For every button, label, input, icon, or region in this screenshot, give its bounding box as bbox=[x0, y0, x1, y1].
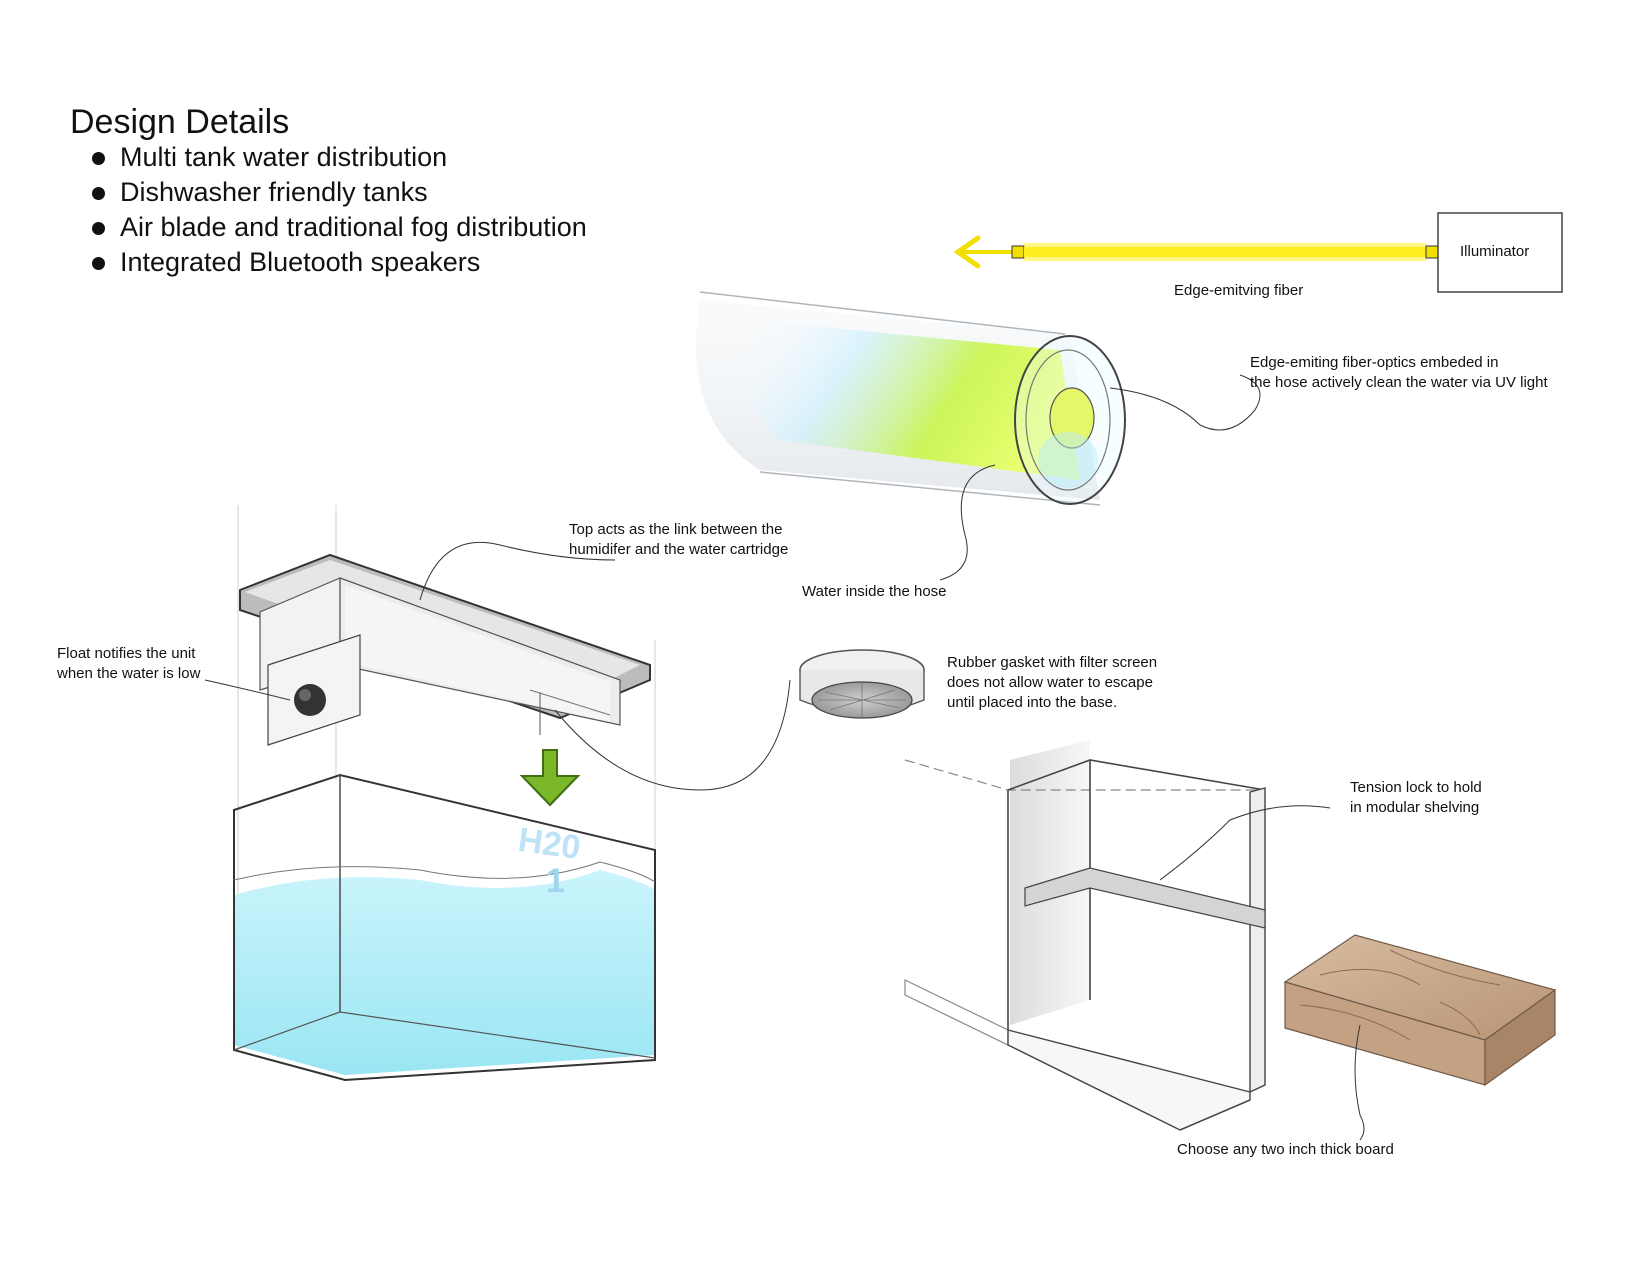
hose-water-note: Water inside the hose bbox=[802, 583, 947, 600]
illuminator-box bbox=[1437, 212, 1563, 293]
tension-lock-note: Tension lock to hold in modular shelving bbox=[1350, 779, 1482, 816]
float-note: Float notifies the unit when the water i… bbox=[57, 645, 201, 682]
feature-item: Multi tank water distribution bbox=[92, 140, 587, 175]
water-tank bbox=[233, 773, 656, 1082]
float-sensor bbox=[294, 684, 326, 716]
feature-item: Air blade and traditional fog distributi… bbox=[92, 210, 587, 245]
fiber-label: Edge-emitving fiber bbox=[1174, 282, 1304, 299]
tank-number: 1 bbox=[546, 862, 565, 900]
cartridge-top-note: Top acts as the link between the humidif… bbox=[569, 521, 789, 558]
modular-shelving bbox=[904, 740, 1266, 1131]
feature-list: Multi tank water distribution Dishwasher… bbox=[92, 140, 587, 280]
hose-fiber-note: Edge-emiting fiber-optics embeded in the… bbox=[1250, 354, 1548, 391]
rubber-gasket bbox=[799, 649, 925, 719]
wood-board bbox=[1283, 934, 1557, 1087]
hose-illustration bbox=[696, 291, 1126, 506]
cartridge-top bbox=[237, 505, 656, 1050]
illuminator-label: Illuminator bbox=[1460, 243, 1530, 260]
feature-item: Integrated Bluetooth speakers bbox=[92, 245, 587, 280]
arrow-down-icon bbox=[519, 749, 581, 807]
board-note: Choose any two inch thick board bbox=[1177, 1141, 1394, 1158]
feature-item: Dishwasher friendly tanks bbox=[92, 175, 587, 210]
gasket-note: Rubber gasket with filter screen does no… bbox=[947, 654, 1158, 711]
page-title: Design Details bbox=[70, 102, 290, 141]
leader-lines bbox=[204, 374, 1365, 1141]
edge-emitting-fiber bbox=[953, 235, 1439, 269]
